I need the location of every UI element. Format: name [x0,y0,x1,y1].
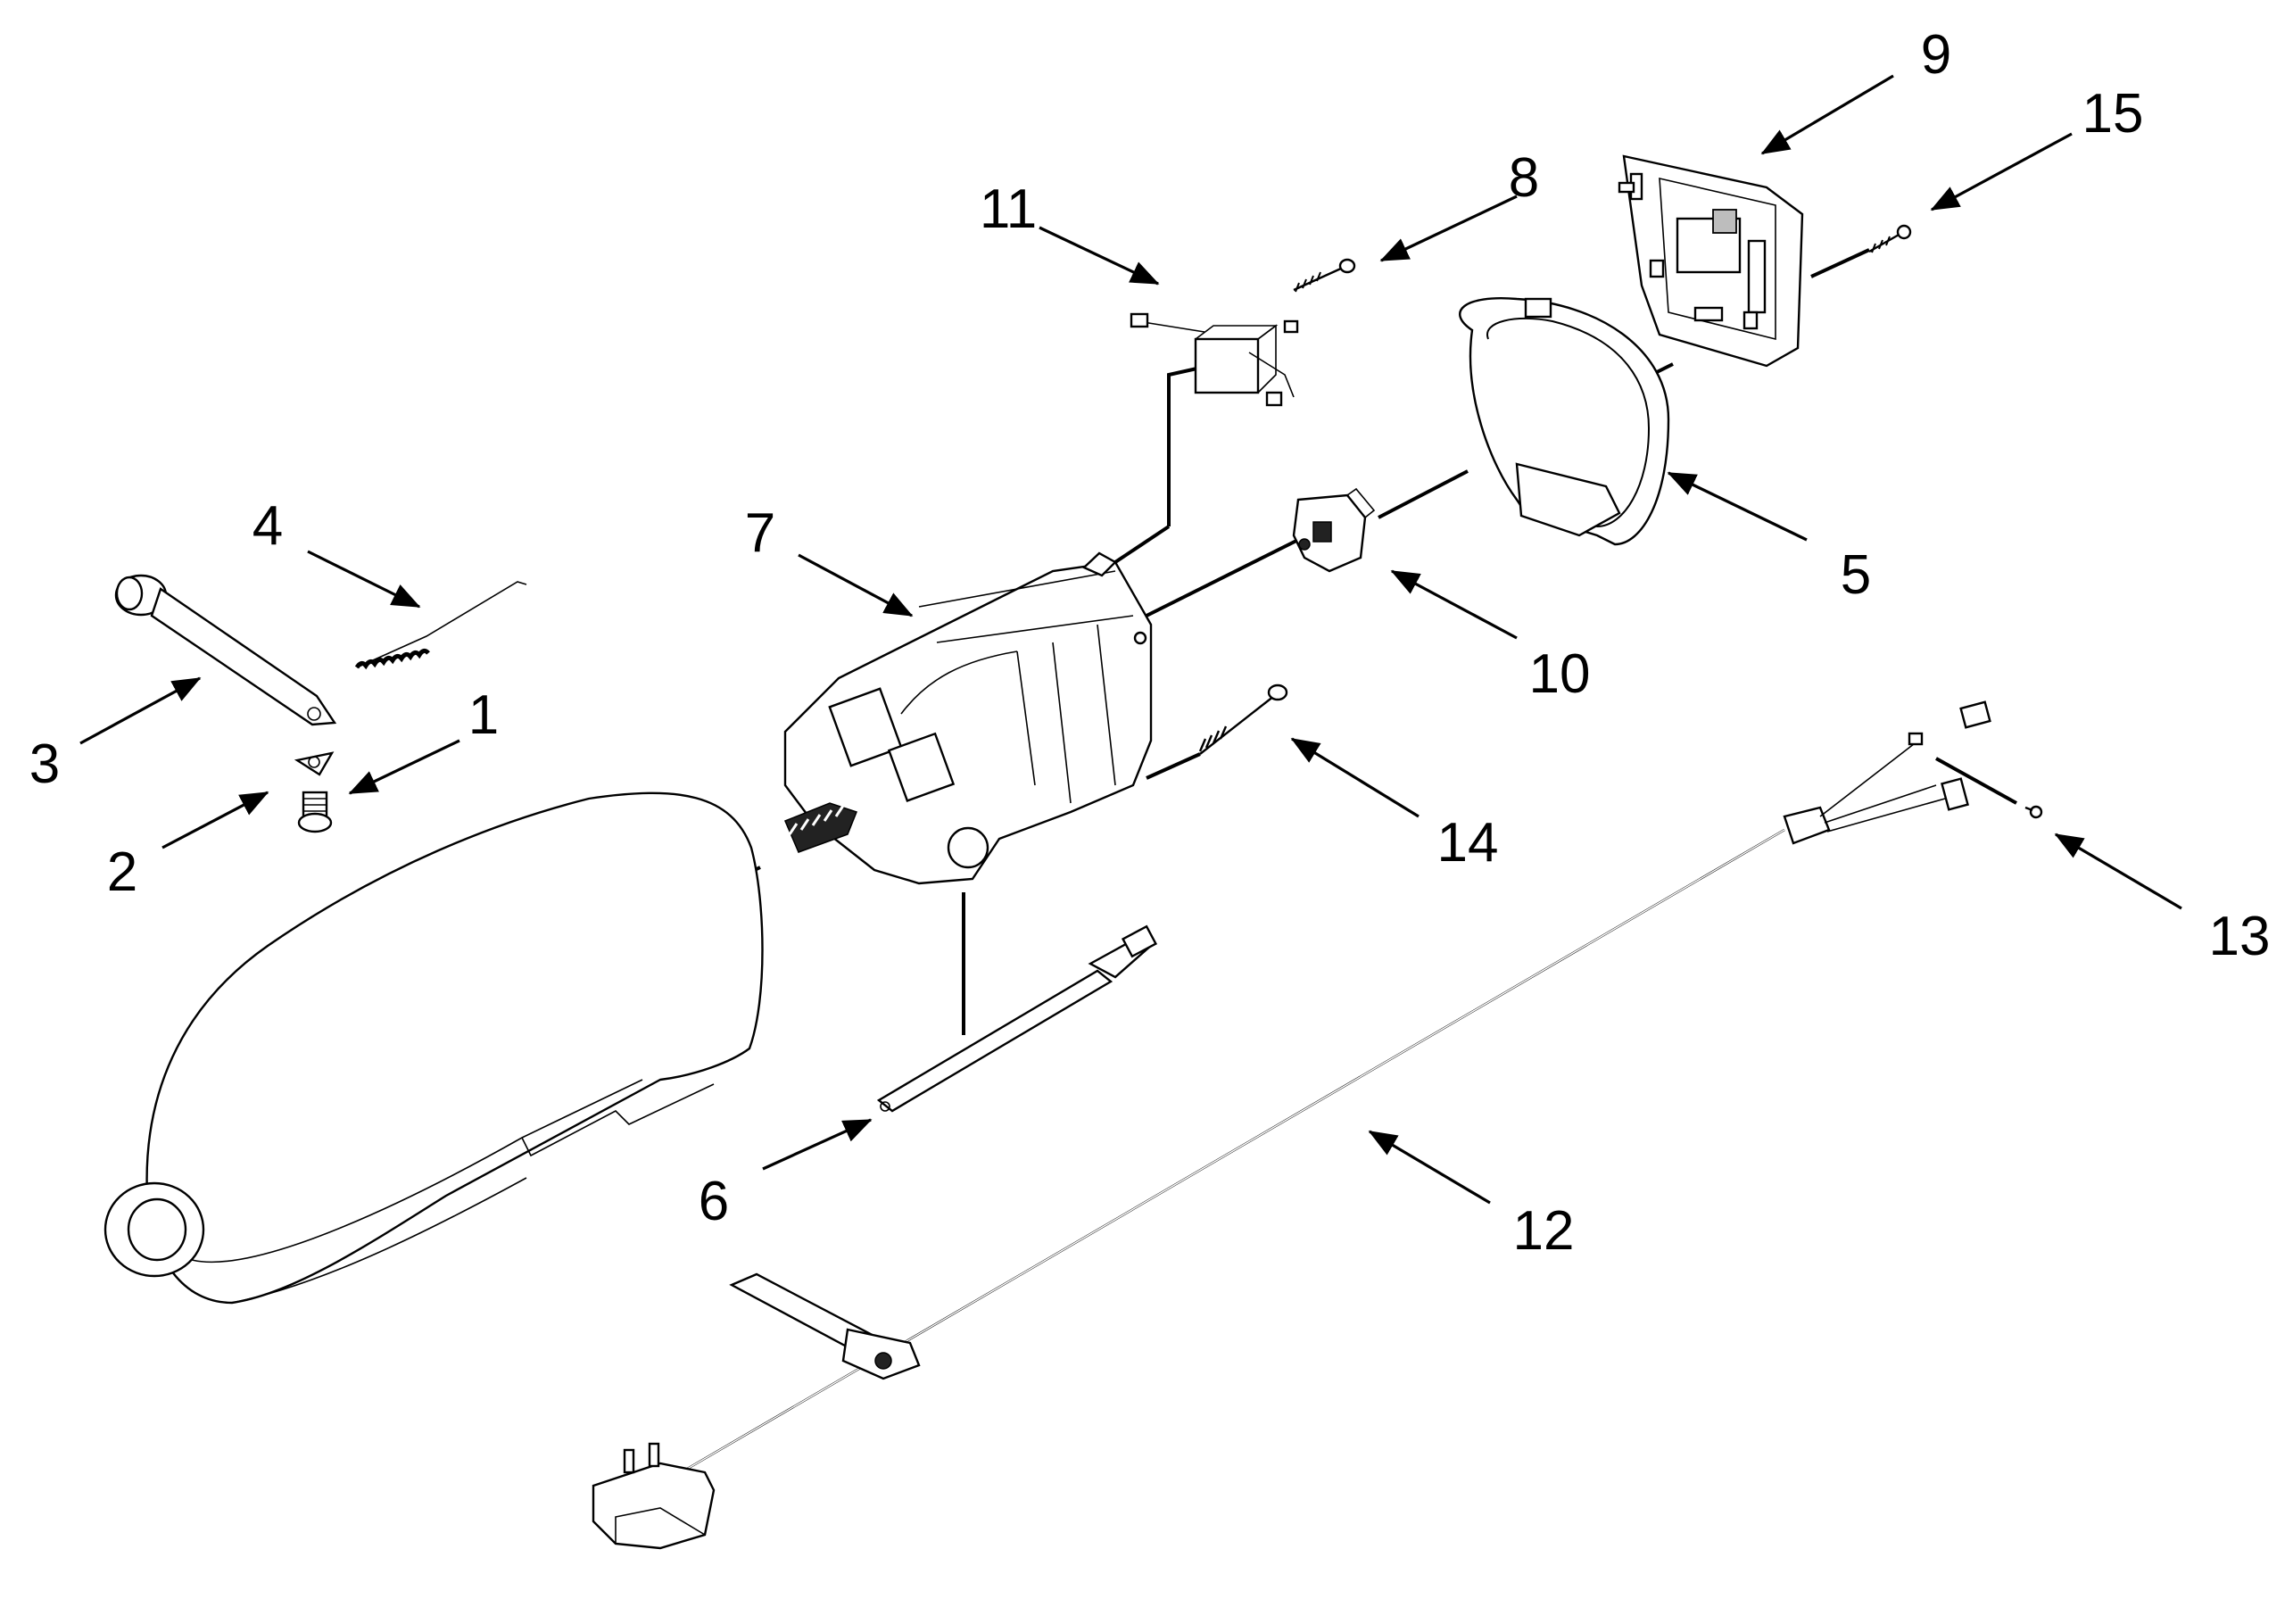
callout-5: 5 [1841,544,1871,606]
ground-strap [876,924,1158,1113]
callout-15: 15 [2082,83,2144,145]
callout-14: 14 [1437,812,1499,874]
callout-4: 4 [252,495,283,557]
motor-assembly [783,551,1153,885]
power-cord [592,700,2017,1550]
leader-12 [1368,1130,1491,1205]
leader-2 [161,791,269,849]
callout-11: 11 [980,178,1037,240]
callout-7: 7 [745,502,775,564]
callout-10: 10 [1529,643,1591,705]
leader-10 [1390,569,1518,640]
support-ring-bracket [1459,297,1670,546]
control-plate [1618,154,1804,368]
leader-4 [307,550,421,609]
speed-control-lever [114,574,337,726]
assembly-axis-lines [726,248,1870,1035]
callout-1: 1 [468,684,499,746]
leader-6 [762,1118,873,1171]
leader-15 [1930,132,2073,211]
callout-6: 6 [699,1171,729,1232]
callout-labels: 1 2 3 4 5 6 7 8 9 10 11 12 13 14 15 [29,24,2271,1262]
leader-8 [1379,195,1518,262]
callout-9: 9 [1921,24,1951,86]
plate-screw [1868,224,1912,253]
leader-9 [1760,74,1894,155]
leader-1 [348,739,460,795]
screw-and-washer [294,751,335,833]
small-screw [2024,805,2043,819]
motor-housing-shell [103,791,764,1305]
callout-3: 3 [29,733,60,795]
leader-7 [798,553,914,617]
leader-14 [1290,737,1420,818]
callout-8: 8 [1509,147,1539,209]
brush-holder [1292,487,1376,573]
long-screw [1198,684,1288,755]
leader-3 [79,676,202,745]
leader-11 [1039,226,1160,286]
terminal-block [1130,312,1299,407]
callout-12: 12 [1513,1200,1575,1262]
leader-5 [1667,471,1808,542]
callout-leaders [79,74,2182,1205]
terminal-screw [1293,258,1356,293]
callout-2: 2 [107,841,137,903]
leader-13 [2054,833,2182,910]
callout-13: 13 [2209,906,2271,967]
tension-spring [354,581,527,670]
